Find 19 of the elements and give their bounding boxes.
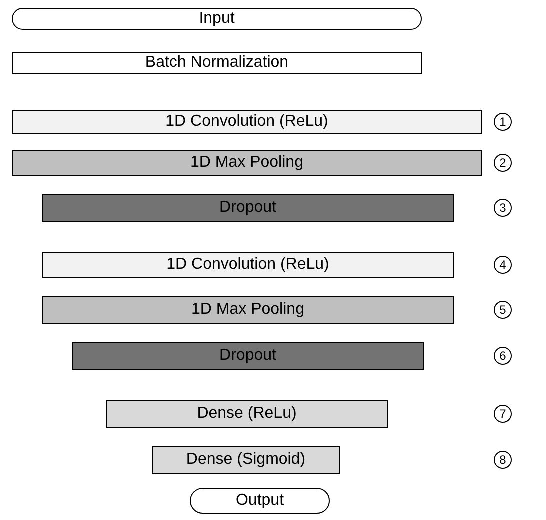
layer-box: 1D Convolution (ReLu): [42, 252, 454, 278]
input-box: Input: [12, 8, 422, 30]
layer-box: Dropout: [72, 342, 424, 370]
callout-number: 2: [494, 154, 512, 172]
output-box: Output: [190, 488, 330, 514]
callout-number: 8: [494, 451, 512, 469]
layer-box: 1D Convolution (ReLu): [12, 110, 482, 134]
callout-number: 4: [494, 256, 512, 274]
layer-box: 1D Max Pooling: [42, 296, 454, 324]
layer-box: Dropout: [42, 194, 454, 222]
callout-number: 1: [494, 113, 512, 131]
layer-box: 1D Max Pooling: [12, 150, 482, 176]
callout-number: 6: [494, 347, 512, 365]
callout-number: 5: [494, 301, 512, 319]
callout-number: 3: [494, 199, 512, 217]
layer-box: Dense (Sigmoid): [152, 446, 340, 474]
layer-box: Batch Normalization: [12, 52, 422, 74]
callout-number: 7: [494, 405, 512, 423]
layer-box: Dense (ReLu): [106, 400, 388, 428]
